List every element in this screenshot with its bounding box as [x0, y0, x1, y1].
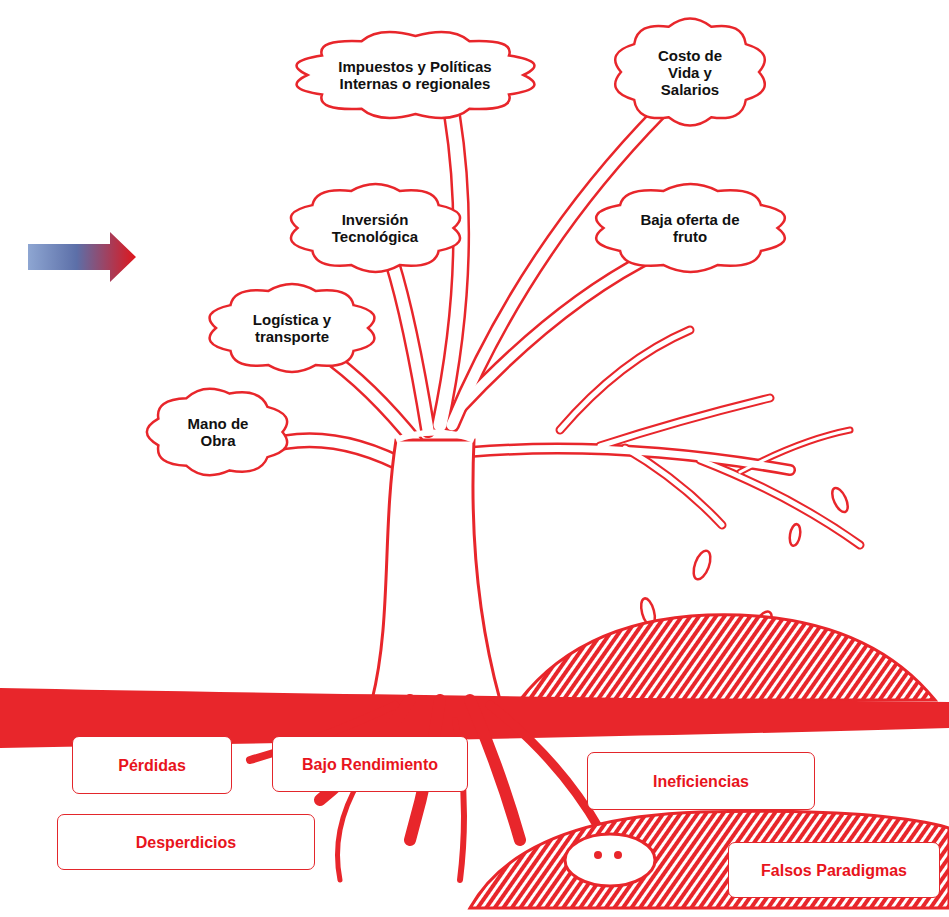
cloud-label-group: Costo de Vida y Salarios [649, 47, 731, 98]
canopy-cloud: Mano de Obra [135, 381, 302, 483]
root-label: Ineficiencias [653, 772, 749, 791]
cloud-label-group: Impuestos y Políticas Internas o regiona… [335, 58, 495, 92]
cloud-label-group: Inversión Tecnológica [325, 211, 425, 245]
cloud-shape [146, 389, 286, 475]
root-box: Desperdicios [57, 814, 315, 870]
canopy-cloud: Costo de Vida y Salarios [600, 10, 780, 134]
cloud-label-group: Mano de Obra [182, 415, 254, 449]
root-label: Bajo Rendimiento [302, 755, 438, 774]
cloud-label-group: Baja oferta de fruto [631, 211, 749, 245]
mole-eye [594, 851, 602, 859]
cloud-shape [596, 184, 785, 272]
cloud-label: Logística y transporte [244, 311, 340, 345]
burrow-mound [470, 811, 949, 908]
cloud-label: Baja oferta de fruto [631, 211, 749, 245]
root-box: Pérdidas [72, 736, 232, 794]
cloud-label: Inversión Tecnológica [325, 211, 425, 245]
cloud-shape [296, 32, 534, 118]
cloud-shape [290, 184, 459, 272]
cloud-label: Impuestos y Políticas Internas o regiona… [335, 58, 495, 92]
cloud-label-group: Logística y transporte [244, 311, 340, 345]
cloud-shape [615, 19, 765, 126]
canopy-cloud: Logística y transporte [193, 277, 391, 379]
root-box: Ineficiencias [587, 752, 815, 810]
leaf-pile [520, 615, 935, 700]
mole-hole [565, 834, 655, 886]
root-label: Desperdicios [136, 833, 236, 852]
cloud-shape [210, 284, 375, 372]
root-box: Falsos Paradigmas [728, 842, 940, 898]
pointer-arrow [28, 232, 136, 282]
canopy-cloud: Inversión Tecnológica [274, 177, 477, 279]
root-box: Bajo Rendimiento [272, 736, 468, 792]
canopy-cloud: Impuestos y Políticas Internas o regiona… [275, 24, 556, 126]
cloud-label: Mano de Obra [182, 415, 254, 449]
trunk [372, 440, 500, 700]
root-label: Pérdidas [118, 756, 186, 775]
mole-eye [614, 851, 622, 859]
cloud-label: Costo de Vida y Salarios [649, 47, 731, 98]
root-label: Falsos Paradigmas [761, 861, 907, 880]
canopy-cloud: Baja oferta de fruto [577, 177, 804, 279]
trunk-top [396, 433, 474, 441]
